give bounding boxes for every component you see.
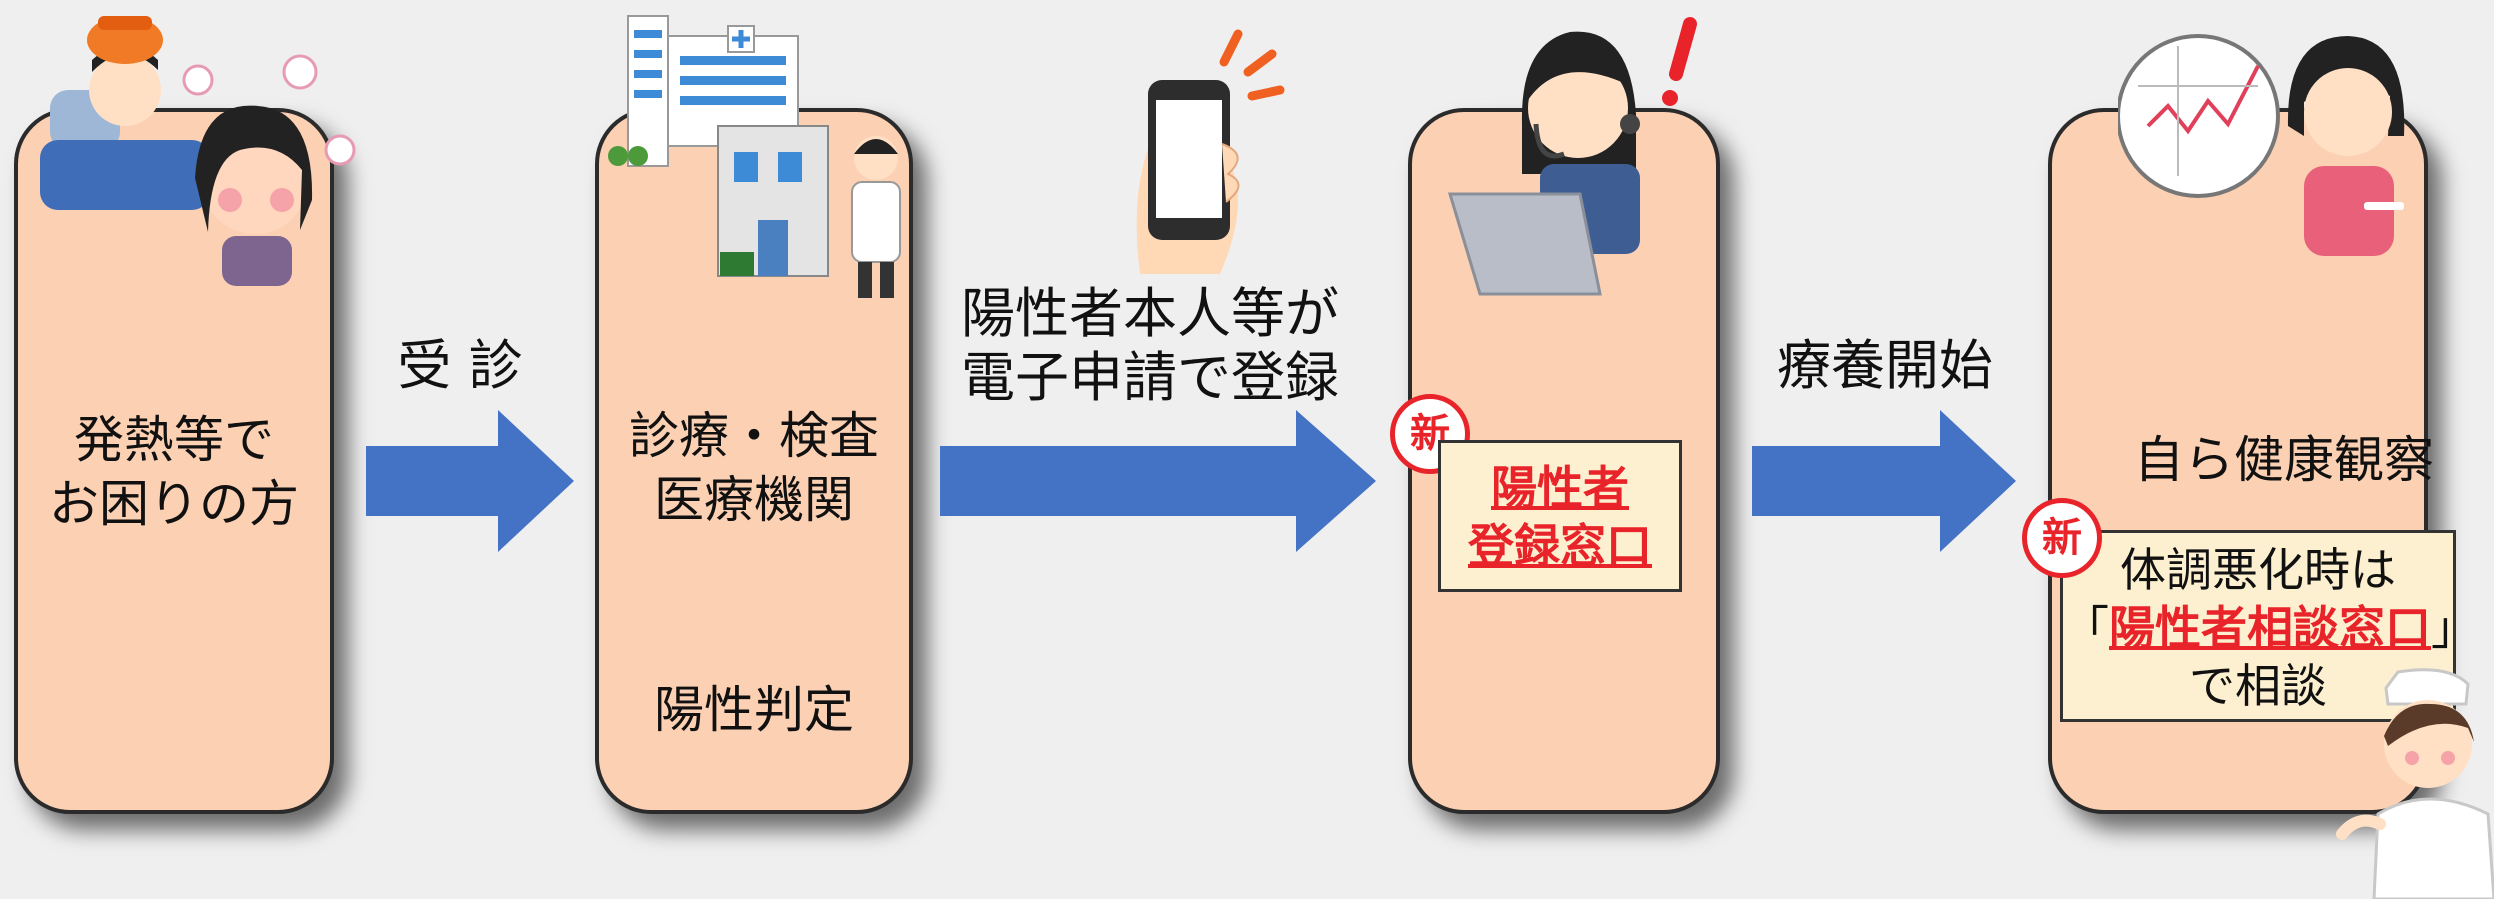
consultation-box-line3: で相談 (2189, 659, 2327, 713)
stage4-top-text: 自ら健康観察 (2134, 431, 2434, 489)
operator-headset-illustration (1447, 17, 1697, 296)
arrow2-line2: 電子申請で登録 (961, 346, 1339, 409)
arrow-shape (366, 410, 574, 552)
registration-desk-box: 陽性者 登録窓口 (1438, 440, 1682, 592)
arrow1-label: 受 診 (397, 334, 523, 397)
stage1-text: 発熱等で お困りの方 (14, 408, 334, 536)
registration-box-line2: 登録窓口 (1468, 519, 1652, 573)
hospital-doctor-illustration (608, 15, 901, 298)
arrow2-label: 陽性者本人等が 電子申請で登録 (960, 282, 1340, 410)
arrow-consultation (366, 410, 574, 552)
new-badge-consultation: 新 (2022, 498, 2102, 578)
stage1-line1: 発熱等で (74, 411, 274, 469)
stage1-line2: お困りの方 (49, 475, 299, 533)
positive-consultation-desk: 陽性者相談窓口 (2109, 601, 2431, 655)
arrow-electronic-registration (940, 410, 1376, 552)
arrow2-line1: 陽性者本人等が (961, 282, 1339, 345)
smartphone-hand-illustration (1136, 29, 1285, 274)
arrow3-label: 療養開始 (1777, 334, 1993, 397)
consultation-box-line1: 体調悪化時は (2120, 543, 2396, 597)
stage2-text: 診療・検査 医療機関 (595, 404, 913, 532)
bracket-open: 「 (2063, 601, 2109, 655)
arrow-shape (940, 410, 1376, 552)
arrow-start-treatment (1752, 410, 2016, 552)
arrow-shape (1752, 410, 2016, 552)
stage2-line1: 診療・検査 (629, 407, 879, 465)
stage2-line2: 医療機関 (654, 471, 854, 529)
registration-box-line1: 陽性者 (1491, 461, 1629, 515)
bracket-close: 」 (2431, 601, 2477, 655)
sick-people-illustration (40, 16, 356, 286)
stage2-bottom-text: 陽性判定 (654, 681, 854, 739)
nurse-illustration (2336, 668, 2494, 899)
consultation-box-line2: 「陽性者相談窓口」 (2063, 599, 2477, 657)
thermometer-woman-illustration (2118, 34, 2405, 256)
